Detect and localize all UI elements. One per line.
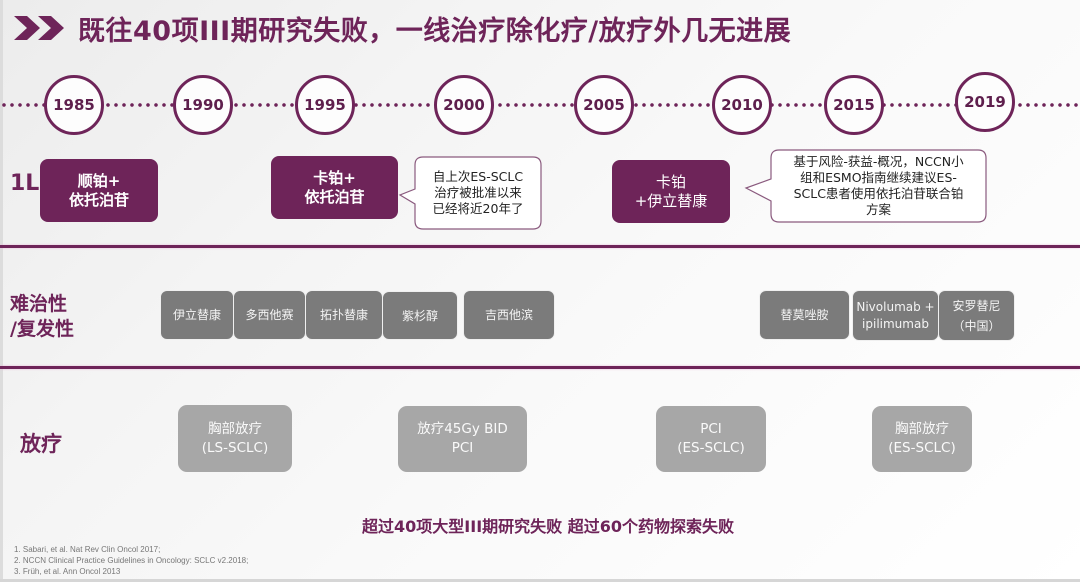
callout-guideline-text: 基于风险-获益-概况，NCCN小 组和ESMO指南继续建议ES- SCLC患者使…	[793, 154, 964, 217]
radiotherapy-box-pci-es-sclc: PCI (ES-SCLC)	[656, 406, 766, 472]
row-label-refractory-relapsed: 难治性 /复发性	[10, 293, 74, 340]
radiotherapy-box-thoracic-ls-sclc: 胸部放疗 (LS-SCLC)	[178, 405, 292, 472]
reference-item: 3. Früh, et al. Ann Oncol 2013	[14, 567, 121, 576]
row-divider-1	[0, 245, 1080, 248]
radiotherapy-box-45gy-bid-pci: 放疗45Gy BID PCI	[398, 406, 527, 472]
speech-bubble-shape	[398, 156, 542, 230]
row-label-first-line: 1L	[10, 171, 40, 196]
drug-box-anlotinib: 安罗替尼 （中国）	[938, 290, 1015, 341]
year-marker-2000: 2000	[434, 75, 494, 135]
year-marker-2015: 2015	[824, 75, 884, 135]
reference-item: 2. NCCN Clinical Practice Guidelines in …	[14, 556, 249, 565]
year-marker-2010: 2010	[712, 75, 772, 135]
speech-bubble-shape	[744, 149, 987, 223]
regimen-box-carboplatin-irinotecan: 卡铂 +伊立替康	[612, 160, 730, 223]
references: 1. Sabari, et al. Nat Rev Clin Oncol 201…	[14, 544, 248, 577]
drug-box-paclitaxel: 紫杉醇	[382, 291, 458, 340]
callout-approval-text: 自上次ES-SCLC 治疗被批准以来 已经将近20年了	[432, 169, 524, 216]
year-marker-1990: 1990	[173, 75, 233, 135]
timeline-dotted-line	[0, 103, 1080, 107]
callout-approval-note: 自上次ES-SCLC 治疗被批准以来 已经将近20年了	[398, 156, 543, 230]
title-text: 既往40项III期研究失败，一线治疗除化疗/放疗外几无进展	[78, 15, 792, 47]
drug-box-gemcitabine: 吉西他滨	[463, 290, 555, 340]
row-label-radiotherapy: 放疗	[20, 432, 62, 456]
drug-box-temozolomide: 替莫唑胺	[759, 290, 850, 340]
callout-guideline-note: 基于风险-获益-概况，NCCN小 组和ESMO指南继续建议ES- SCLC患者使…	[744, 149, 988, 224]
drug-box-irinotecan: 伊立替康	[160, 290, 234, 340]
slide-title: 既往40项III期研究失败，一线治疗除化疗/放疗外几无进展	[14, 8, 791, 48]
year-marker-1985: 1985	[44, 75, 104, 135]
drug-box-nivolumab-ipilimumab: Nivolumab + ipilimumab	[852, 290, 939, 341]
year-marker-2005: 2005	[574, 75, 634, 135]
slide-left-edge	[0, 0, 3, 582]
regimen-box-carboplatin-etoposide: 卡铂+ 依托泊苷	[271, 156, 398, 219]
summary-statement: 超过40项大型III期研究失败 超过60个药物探索失败	[362, 517, 734, 536]
slide-bottom-edge	[0, 579, 1080, 582]
radiotherapy-box-thoracic-es-sclc: 胸部放疗 (ES-SCLC)	[872, 406, 972, 472]
reference-item: 1. Sabari, et al. Nat Rev Clin Oncol 201…	[14, 545, 161, 554]
year-marker-1995: 1995	[295, 75, 355, 135]
double-chevron-right-icon	[14, 16, 64, 40]
drug-box-docetaxel: 多西他赛	[233, 290, 306, 340]
regimen-box-cisplatin-etoposide: 顺铂+ 依托泊苷	[40, 159, 158, 222]
drug-box-topotecan: 拓扑替康	[305, 290, 383, 340]
year-marker-2019: 2019	[955, 72, 1015, 132]
row-divider-2	[0, 366, 1080, 369]
